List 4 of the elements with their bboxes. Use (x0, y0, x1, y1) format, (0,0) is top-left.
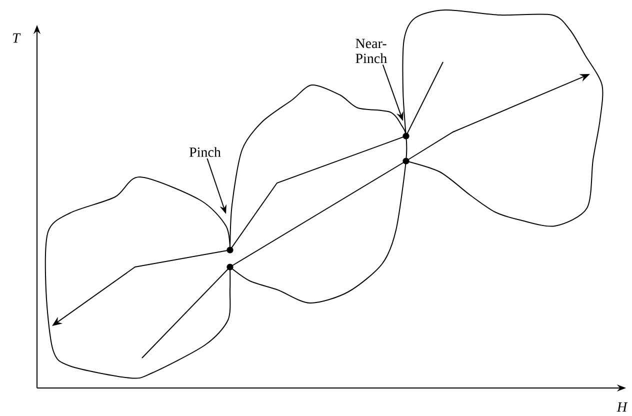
pinch-label: Pinch (189, 147, 221, 157)
pinch-label: Near-Pinch (356, 38, 387, 64)
axis-label: H (616, 402, 628, 412)
axis-label: T (13, 33, 21, 43)
